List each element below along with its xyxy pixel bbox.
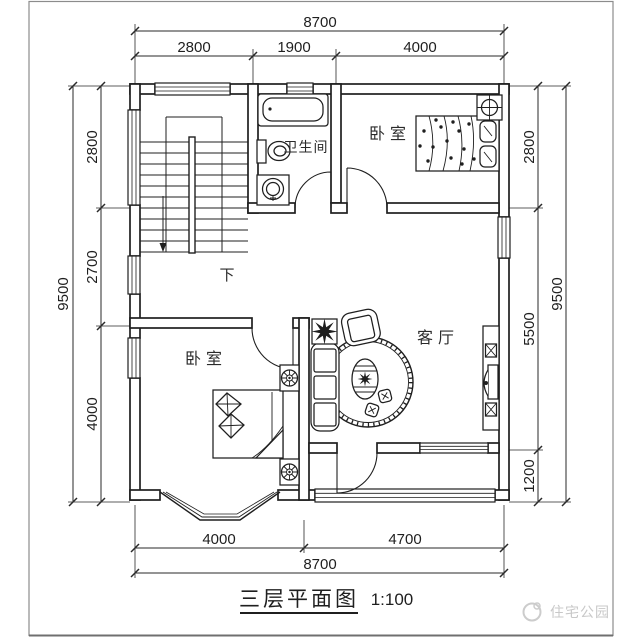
dimensions-bottom: 4000 4700 8700	[130, 505, 509, 578]
washbasin	[256, 174, 290, 206]
nightstand-top-right	[476, 94, 503, 121]
bedroom-bottom-left-furniture	[212, 364, 300, 486]
coffee-table	[351, 358, 379, 400]
dim-right-seg3: 1200	[521, 459, 538, 492]
doors	[251, 167, 388, 494]
dim-bottom-total: 8700	[303, 556, 336, 573]
window-left-hall	[127, 255, 141, 295]
dim-right-seg2: 5500	[521, 312, 538, 345]
dim-left-seg2: 2700	[84, 250, 101, 283]
stair-down-arrow	[159, 196, 167, 252]
dim-left-seg3: 4000	[84, 397, 101, 430]
stair-rail	[188, 136, 196, 254]
tv	[483, 364, 499, 400]
dim-right-total: 9500	[549, 277, 566, 310]
window-top-stairs	[154, 82, 231, 96]
bedroom-top-right-furniture	[415, 94, 503, 172]
title-block: 三层平面图 1:100	[239, 588, 414, 614]
door-bedroom-bottom-left	[251, 327, 294, 370]
toilet	[256, 139, 291, 164]
dim-top-total: 8700	[303, 14, 336, 31]
armchair	[340, 308, 381, 347]
dim-left-seg1: 2800	[84, 130, 101, 163]
nightstand-upper	[279, 364, 300, 392]
drawing-title: 三层平面图	[239, 588, 359, 611]
watermark-text: 住宅公园	[550, 604, 610, 620]
dimensions-right: 2800 5500 1200 9500	[509, 81, 571, 507]
dimensions-left: 9500 2800 2700 4000	[55, 81, 130, 507]
windows	[127, 82, 511, 521]
watermark-logo-icon	[522, 602, 542, 622]
drawing-scale: 1:100	[371, 590, 414, 609]
nightstand-lower	[279, 458, 300, 486]
window-right-living	[497, 216, 511, 259]
door-balcony	[336, 452, 378, 494]
dim-right-seg1: 2800	[521, 130, 538, 163]
dim-top-seg3: 4000	[403, 39, 436, 56]
label-stair-down: 下	[219, 267, 234, 284]
label-living-room: 客厅	[417, 329, 459, 347]
door-bathroom	[294, 171, 332, 209]
dim-top-seg1: 2800	[177, 39, 210, 56]
bay-window	[159, 491, 281, 521]
watermark: 住宅公园	[522, 602, 610, 622]
window-balcony-inner	[419, 442, 489, 454]
corner-plant	[311, 318, 338, 345]
room-labels: 卧室 卫生间 客厅 卧室 下	[185, 125, 459, 368]
bathtub	[257, 93, 329, 127]
window-top-bathroom	[286, 82, 314, 96]
bed-pattern-dots	[418, 118, 476, 166]
dim-bottom-seg2: 4700	[388, 531, 421, 548]
window-left-bedroom	[127, 337, 141, 379]
table-plant	[357, 371, 373, 387]
bed-top-right	[415, 115, 500, 172]
dim-left-total: 9500	[55, 277, 72, 310]
window-balcony-south	[314, 488, 496, 503]
label-bedroom-top-right: 卧室	[369, 125, 411, 143]
living-room-furniture	[310, 308, 500, 432]
staircase	[140, 116, 248, 254]
bed-bottom-left	[212, 389, 284, 459]
tv-cabinet	[482, 325, 500, 431]
door-bedroom-top-right	[346, 167, 388, 209]
sofa	[310, 342, 340, 432]
window-left-stairs	[127, 109, 141, 206]
label-bathroom: 卫生间	[284, 139, 329, 155]
stool	[364, 402, 380, 418]
bathroom-fixtures	[256, 93, 329, 206]
stool	[377, 388, 393, 404]
dimensions-top: 8700 2800 1900 4000	[130, 14, 509, 84]
dim-bottom-seg1: 4000	[202, 531, 235, 548]
label-bedroom-bottom-left: 卧室	[185, 350, 227, 368]
dim-top-seg2: 1900	[277, 39, 310, 56]
